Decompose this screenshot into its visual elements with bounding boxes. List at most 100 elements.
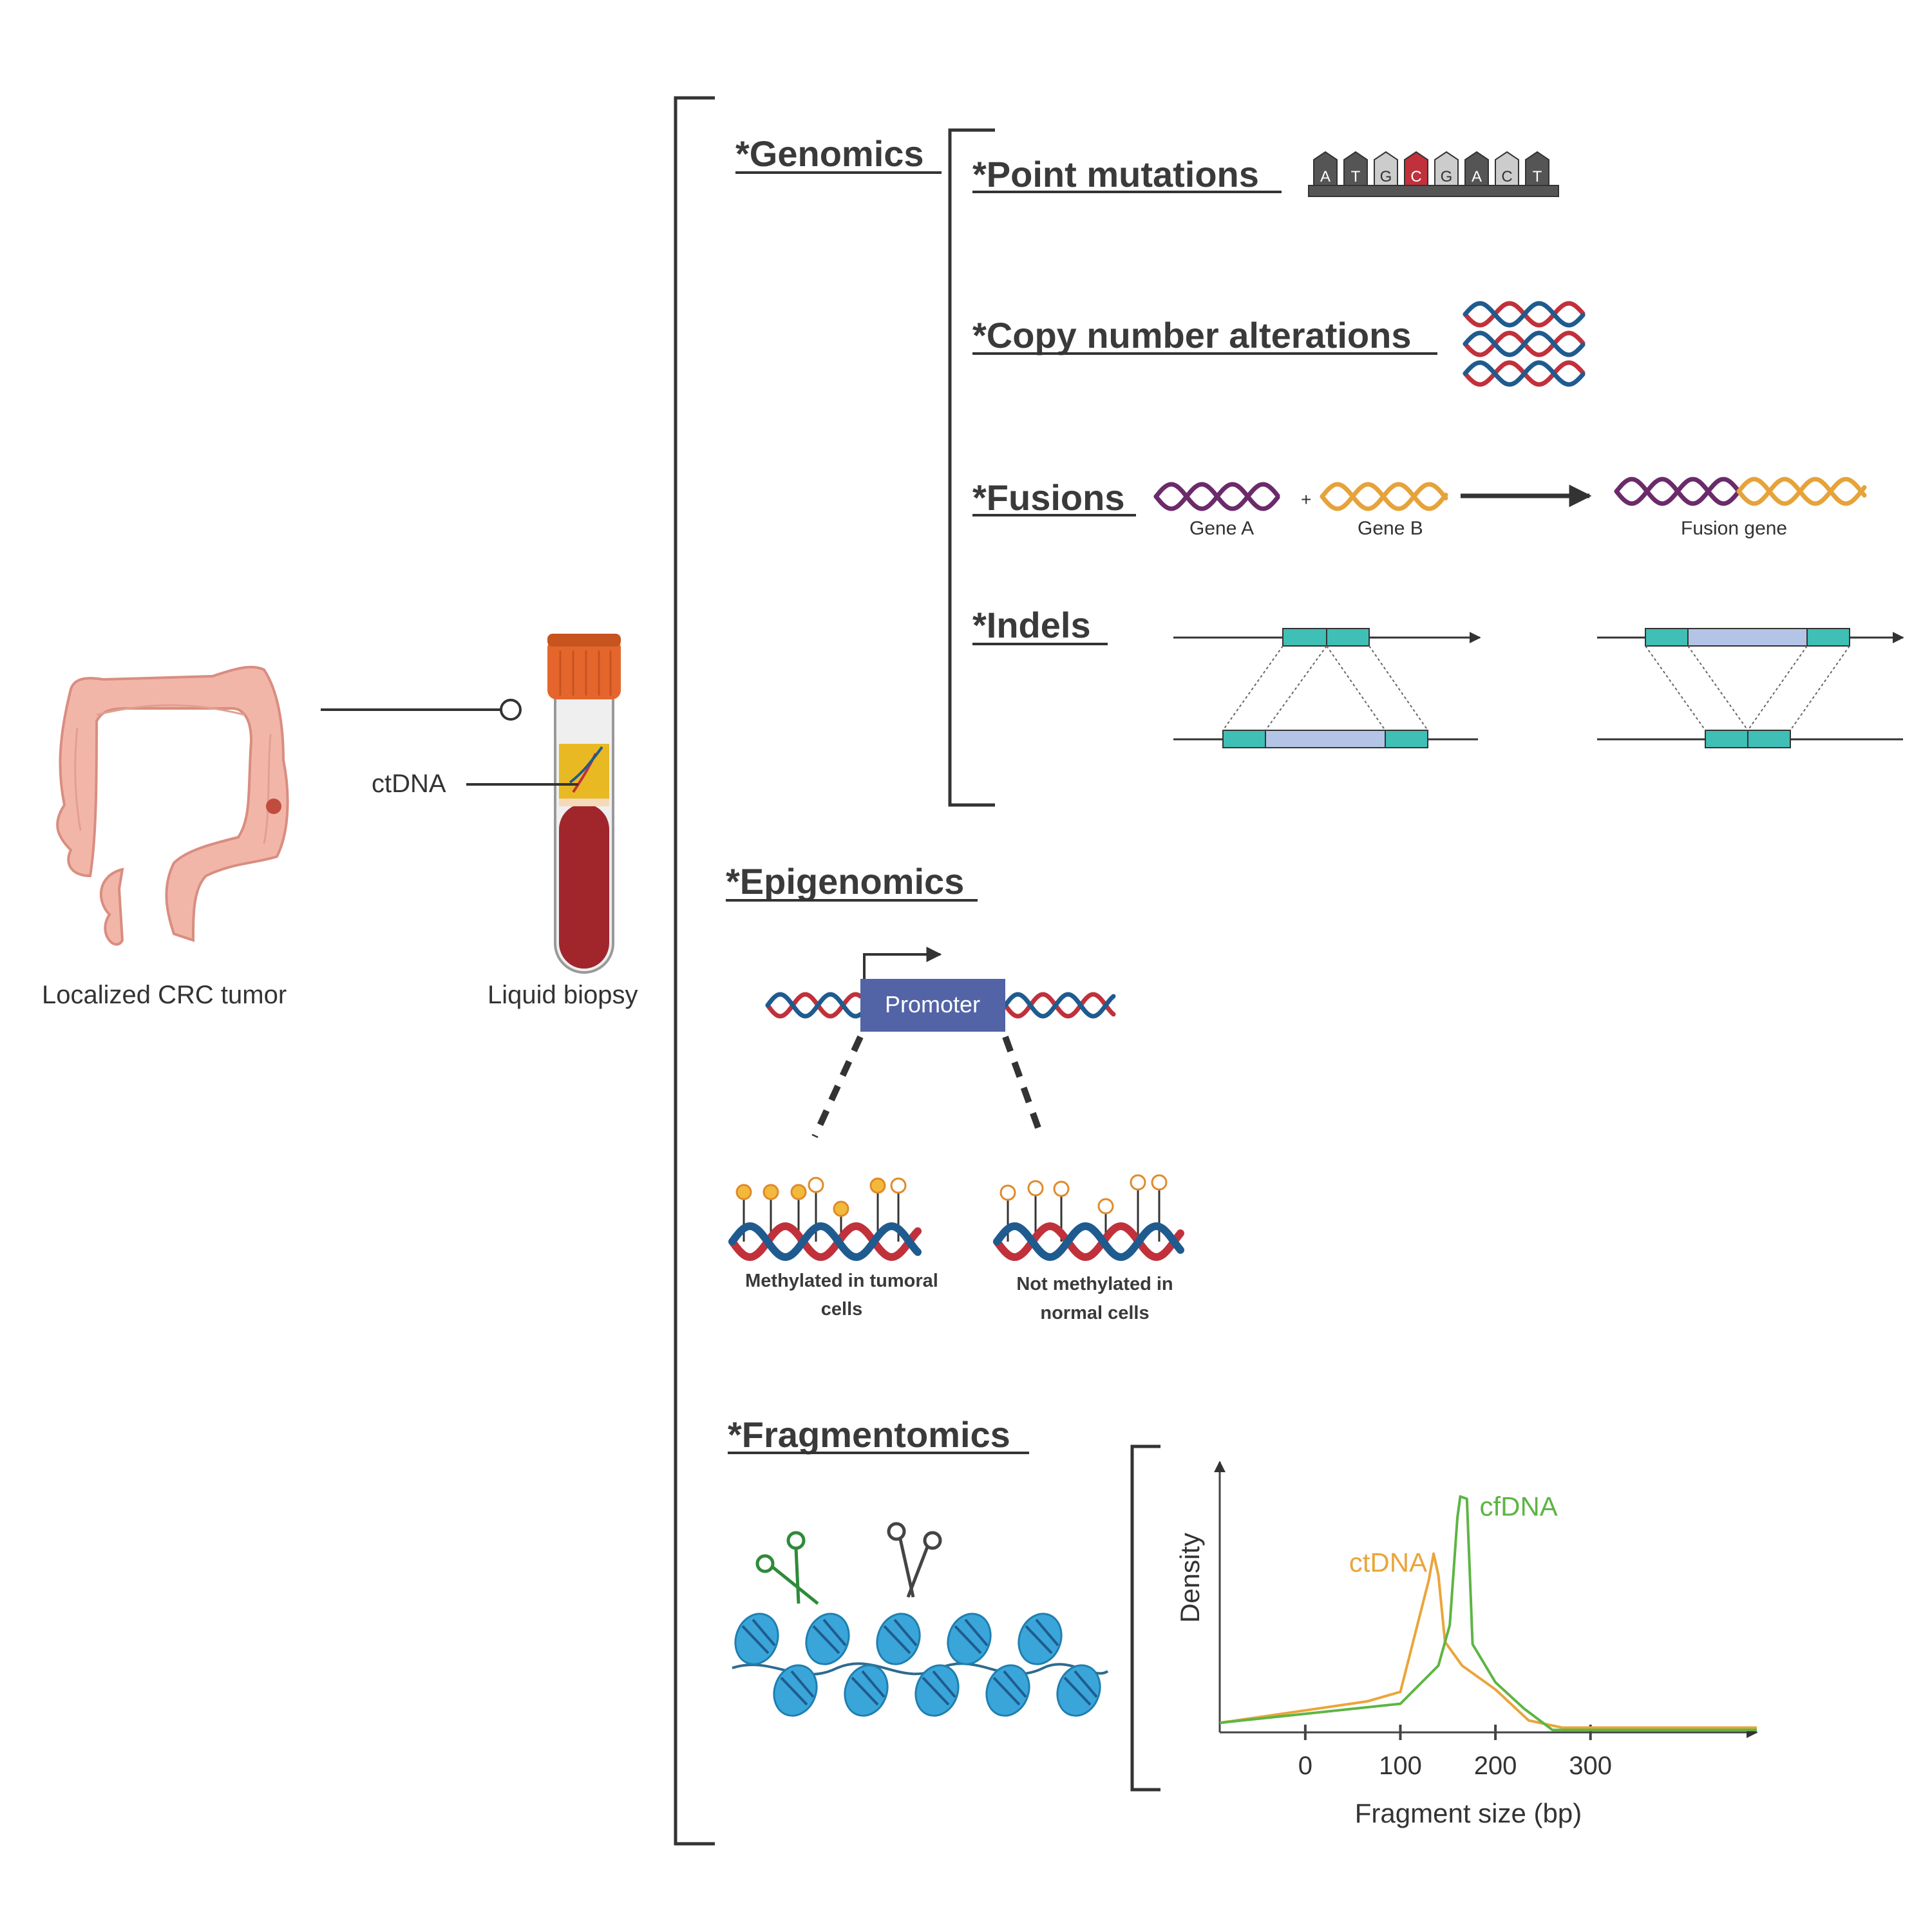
nucleosome-icon [985,1664,1030,1717]
gene-a-label: Gene A [1189,518,1254,539]
biopsy-label: Liquid biopsy [488,981,638,1009]
nucleosome-icon [1018,1613,1063,1665]
fusions-heading: *Fusions [972,477,1124,518]
base-letter: G [1380,168,1392,185]
dna-helix-icon [1463,330,1586,357]
x-axis-label: Fragment size (bp) [1355,1798,1582,1828]
nucleosome-icon [876,1613,921,1665]
base-g-tile: G [1434,151,1459,186]
base-letter: C [1410,168,1421,185]
methyl-group-filled [790,1184,807,1200]
methyl-group-filled [869,1177,886,1194]
methyl-group-empty [1151,1174,1168,1191]
x-tick-label: 0 [1298,1752,1312,1780]
x-tick-label: 300 [1569,1752,1612,1780]
base-a-tile: A [1313,151,1338,186]
methyl-group-empty [1130,1174,1146,1191]
base-letter: C [1501,168,1512,185]
plus-sign: + [1301,489,1311,509]
nucleosome-icon [773,1664,818,1717]
gene-a-icon [1153,482,1280,511]
methylated-label-line2: cells [821,1299,863,1320]
methyl-group-empty [1097,1198,1114,1215]
base-t-tile: T [1343,151,1368,186]
ctdna-label: ctDNA [372,770,446,798]
nucleosome-icon [1056,1664,1101,1717]
fusion-gene-label: Fusion gene [1681,518,1787,539]
unmethylated-dna-icon [993,1174,1184,1262]
nucleosome-icon [805,1613,850,1665]
fusion-part-a [1614,477,1741,506]
base-c-tile: C [1404,151,1428,186]
methyl-group-empty [999,1184,1016,1201]
methyl-group-empty [808,1177,824,1193]
methylation-helix [993,1222,1184,1262]
nucleosome-chain [732,1613,1109,1717]
dna-helix-icon [1463,301,1586,328]
nucleosome-icon [734,1613,779,1665]
genomics-heading: *Genomics [735,133,924,174]
methyl-group-filled [735,1184,752,1200]
series-label-cfdna: cfDNA [1479,1492,1557,1522]
chart-bracket [1130,1444,1160,1792]
gene-b-label: Gene B [1358,518,1423,539]
methyl-group-empty [1027,1180,1044,1197]
copy-number-heading: *Copy number alterations [972,315,1411,355]
base-letter: G [1441,168,1453,185]
point-mutations-heading: *Point mutations [972,154,1259,194]
base-letter: A [1320,168,1331,185]
gene-b-helix [1320,482,1448,511]
base-t-tile: T [1525,151,1549,186]
x-tick-label: 100 [1379,1752,1422,1780]
nucleosome-icon [947,1613,992,1665]
base-letter: A [1472,168,1482,185]
dashed-connector-left [811,1035,864,1139]
gene-a-helix [1153,482,1280,511]
genomics-bracket [948,128,995,807]
base-letter: T [1351,168,1361,185]
series-label-ctdna: ctDNA [1349,1548,1427,1578]
promoter-box [860,947,1005,1032]
dna-helix-icon [1463,360,1586,387]
colon-illustration [56,665,289,946]
methyl-group-empty [890,1177,907,1194]
indels-heading: *Indels [972,605,1091,645]
tumor-label: Localized CRC tumor [42,981,287,1009]
x-tick-label: 200 [1474,1752,1517,1780]
unmethylated-label-line1: Not methylated in [1016,1274,1173,1294]
base-c-tile: C [1495,151,1519,186]
fusion-gene-icon [1614,477,1867,506]
methylated-label-line1: Methylated in tumoral [745,1271,938,1291]
epigenomics-heading: *Epigenomics [726,861,964,902]
blood-tube-icon [547,634,621,974]
nucleosome-icon [844,1664,889,1717]
promoter-flank-right [1003,992,1116,1019]
methyl-group-empty [1053,1180,1070,1197]
nucleosome-icon [914,1664,960,1717]
series-line-cfdna [1219,1495,1757,1732]
scissors-icon-green [755,1531,819,1605]
unmethylated-label-line2: normal cells [1040,1303,1149,1323]
insertion-diagram [1173,628,1481,748]
methylated-dna-icon [728,1177,922,1262]
scissors-icon-gray [887,1522,942,1598]
base-a-tile: A [1464,151,1489,186]
promoter-dna-icon [765,992,1116,1019]
gene-b-icon [1320,482,1448,511]
base-letter: T [1533,168,1542,185]
methylation-helix [728,1222,922,1262]
y-axis-label: Density [1175,1533,1205,1623]
promoter-label: Promoter [885,991,980,1018]
main-bracket [674,96,715,1846]
deletion-diagram [1597,628,1904,748]
fragment-size-chart: 0 100 200 300 ctDNA cfDNA Fragment size (bp)… [1175,1461,1758,1828]
promoter-flank-left [765,992,863,1019]
dna-helix-icon [1463,301,1586,387]
base-g-tile: G [1374,151,1398,186]
dashed-connector-right [1002,1036,1045,1138]
fragmentomics-heading: *Fragmentomics [728,1414,1010,1455]
methyl-group-filled [762,1184,779,1200]
methyl-group-filled [833,1200,849,1217]
